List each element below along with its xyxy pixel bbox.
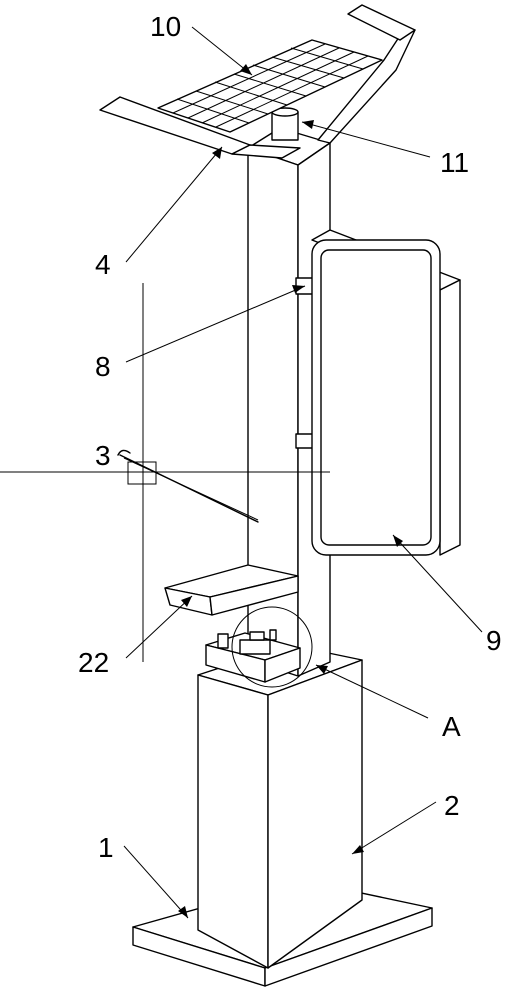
label-3: 3 [95,440,111,471]
label-10: 10 [150,11,181,42]
label-9: 9 [486,625,502,656]
label-8: 8 [95,351,111,382]
reference-labels: 10 11 4 8 3 22 A 9 2 1 [78,11,502,863]
label-4: 4 [95,249,111,280]
panel-bracket [99,4,416,159]
leader-lines [123,26,483,919]
label-A: A [442,711,461,742]
label-22: 22 [78,647,109,678]
solar-panel [157,39,383,133]
advertising-display [311,229,461,556]
detail-a-mechanism [205,606,313,688]
label-1: 1 [98,832,114,863]
label-2: 2 [444,790,460,821]
label-11: 11 [440,147,469,178]
part-3-rod [0,283,330,662]
